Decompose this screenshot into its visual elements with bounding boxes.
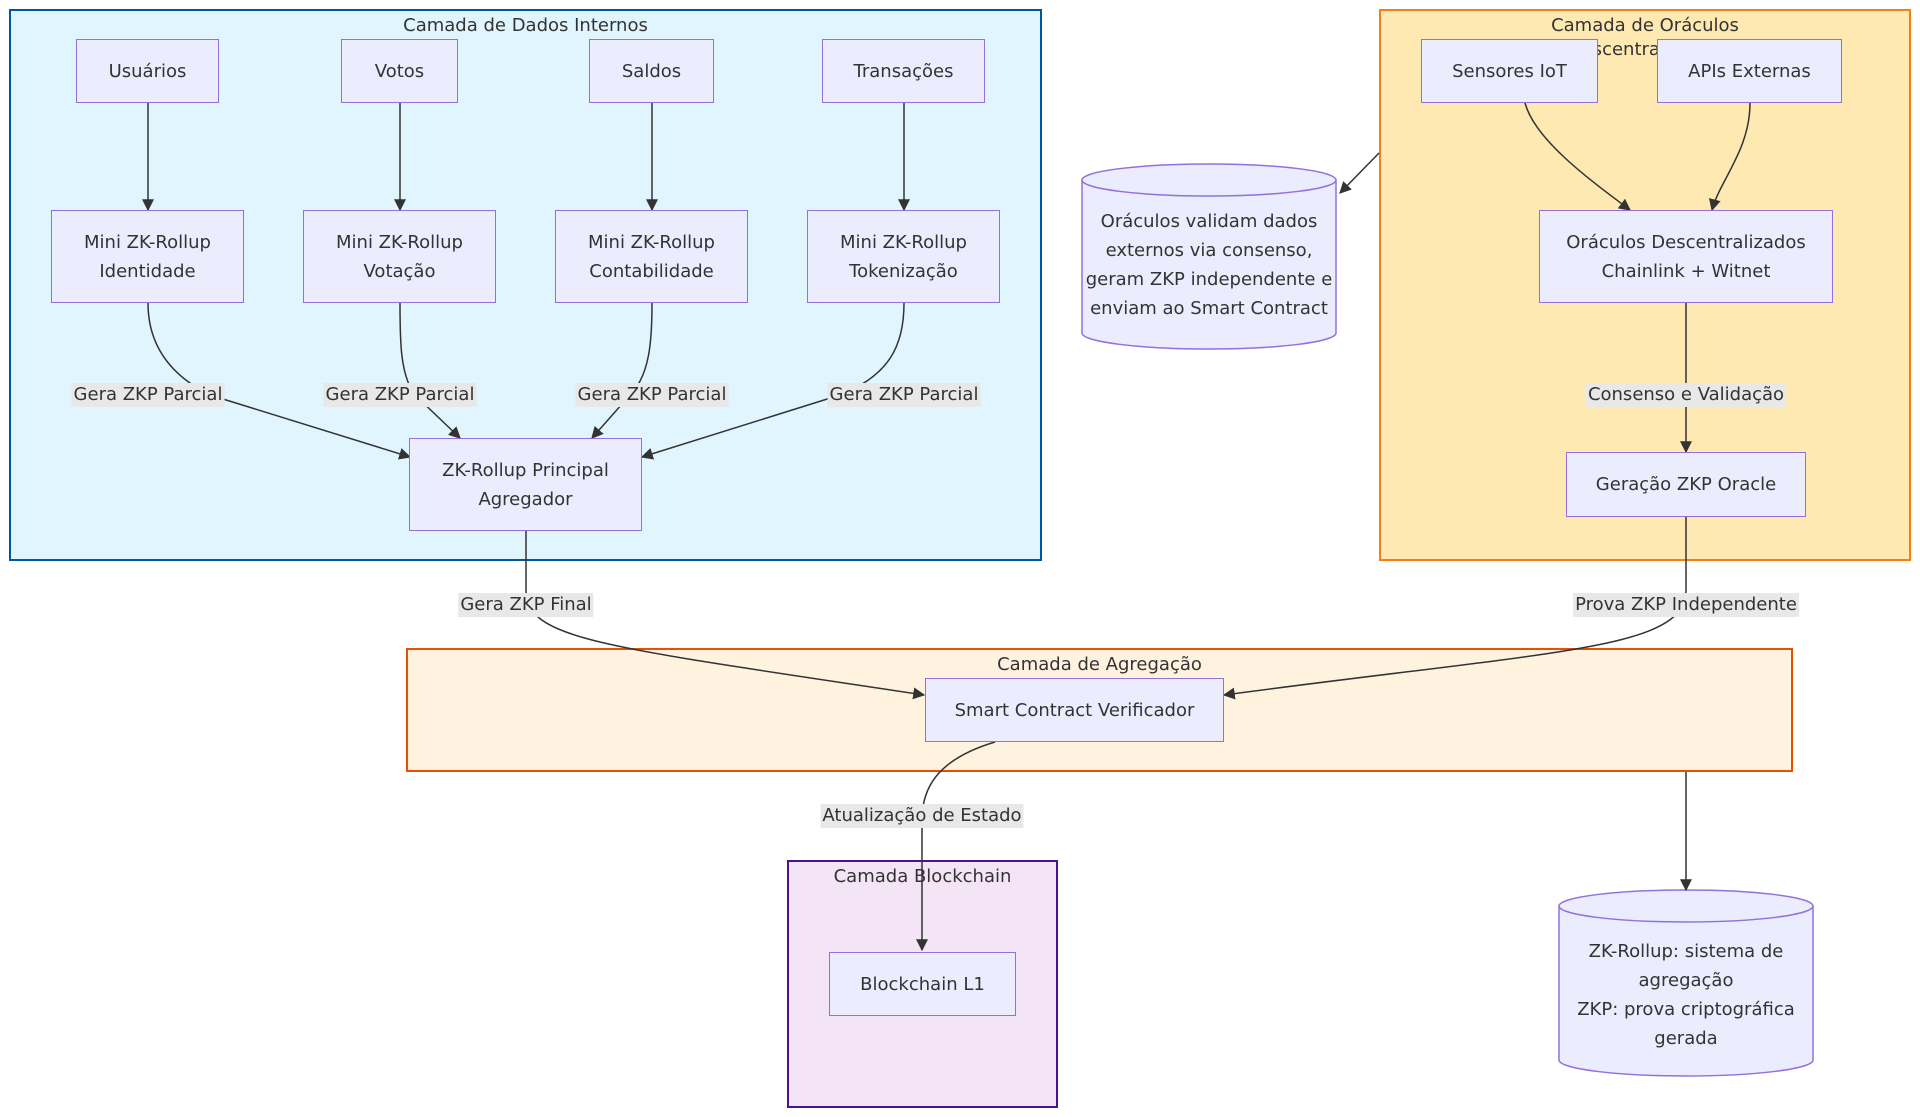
rollup-note-line1: ZK-Rollup: sistema de: [1588, 941, 1784, 962]
node-oraculos-descentralizados: Oráculos Descentralizados Chainlink + Wi…: [1539, 210, 1833, 303]
edge-contabilidade-principal: [591, 302, 653, 439]
edge-votacao-principal: [399, 302, 461, 439]
node-usuarios-label: Usuários: [108, 60, 187, 82]
node-apis-label: APIs Externas: [1688, 60, 1811, 82]
edge-apis-oraculos: [1708, 102, 1751, 212]
node-smart-contract-verificador: Smart Contract Verificador: [925, 678, 1224, 742]
node-sensores-iot: Sensores IoT: [1421, 39, 1598, 103]
rollup-note: ZK-Rollup: sistema de agregação ZKP: pro…: [1559, 937, 1813, 1053]
aggregation-layer-title: Camada de Agregação: [997, 654, 1202, 675]
rollup-note-line3: ZKP: prova criptográfica: [1577, 999, 1795, 1020]
internal-data-layer-title: Camada de Dados Internos: [403, 15, 648, 36]
edge-label-estado: Atualização de Estado: [820, 804, 1024, 828]
node-mini-votacao-line2: Votação: [363, 260, 436, 282]
edge-label-parcial-3: Gera ZKP Parcial: [575, 383, 729, 407]
node-mini-contabilidade-line2: Contabilidade: [589, 260, 714, 282]
node-geracao-label: Geração ZKP Oracle: [1595, 474, 1777, 495]
node-mini-tokenizacao-line1: Mini ZK-Rollup: [840, 231, 967, 253]
node-sensores-label: Sensores IoT: [1452, 60, 1567, 82]
edge-tokenizacao-principal: [640, 302, 905, 460]
edge-label-parcial-2: Gera ZKP Parcial: [323, 383, 477, 407]
oracle-note: Oráculos validam dados externos via cons…: [1082, 207, 1336, 323]
edge-oracle-layer-note: [1339, 152, 1380, 194]
node-principal-line1: ZK-Rollup Principal: [442, 459, 609, 481]
oracle-note-line4: enviam ao Smart Contract: [1090, 298, 1328, 319]
node-transacoes-label: Transações: [853, 60, 954, 82]
node-usuarios: Usuários: [76, 39, 219, 103]
rollup-note-line2: agregação: [1638, 970, 1734, 991]
edge-sensores-oraculos: [1524, 102, 1631, 211]
node-principal-line2: Agregador: [478, 488, 573, 510]
node-saldos: Saldos: [589, 39, 714, 103]
node-mini-tokenizacao-line2: Tokenização: [849, 260, 958, 282]
oracle-note-line1: Oráculos validam dados: [1100, 211, 1318, 232]
edge-label-consenso: Consenso e Validação: [1585, 383, 1787, 407]
edge-label-final: Gera ZKP Final: [458, 593, 594, 617]
edge-label-parcial-1: Gera ZKP Parcial: [71, 383, 225, 407]
edge-label-independente: Prova ZKP Independente: [1573, 593, 1799, 617]
oracle-layer-title-line1: Camada de Oráculos: [1551, 15, 1739, 36]
node-apis-externas: APIs Externas: [1657, 39, 1842, 103]
oracle-note-cylinder: [1081, 163, 1337, 350]
node-geracao-zkp-oracle: Geração ZKP Oracle: [1566, 452, 1806, 517]
edge-label-parcial-4: Gera ZKP Parcial: [827, 383, 981, 407]
edge-identidade-principal: [147, 302, 412, 460]
node-verificador-label: Smart Contract Verificador: [954, 699, 1195, 721]
node-blockchain-l1: Blockchain L1: [829, 952, 1016, 1016]
node-saldos-label: Saldos: [621, 60, 682, 82]
oracle-note-line3: geram ZKP independente e: [1085, 269, 1333, 290]
node-mini-votacao: Mini ZK-Rollup Votação: [303, 210, 496, 303]
node-mini-votacao-line1: Mini ZK-Rollup: [336, 231, 463, 253]
node-mini-tokenizacao: Mini ZK-Rollup Tokenização: [807, 210, 1000, 303]
edge-verificador-blockchain: [916, 741, 996, 952]
node-mini-contabilidade: Mini ZK-Rollup Contabilidade: [555, 210, 748, 303]
node-mini-contabilidade-line1: Mini ZK-Rollup: [588, 231, 715, 253]
node-oraculos-line1: Oráculos Descentralizados: [1566, 231, 1806, 253]
node-zk-rollup-principal: ZK-Rollup Principal Agregador: [409, 438, 642, 531]
node-votos: Votos: [341, 39, 458, 103]
rollup-note-line4: gerada: [1654, 1028, 1718, 1049]
oracle-note-line2: externos via consenso,: [1105, 240, 1313, 261]
rollup-note-cylinder: [1558, 889, 1814, 1077]
node-mini-identidade-line2: Identidade: [99, 260, 196, 282]
node-mini-identidade: Mini ZK-Rollup Identidade: [51, 210, 244, 303]
node-transacoes: Transações: [822, 39, 985, 103]
node-votos-label: Votos: [374, 60, 425, 82]
node-mini-identidade-line1: Mini ZK-Rollup: [84, 231, 211, 253]
node-oraculos-line2: Chainlink + Witnet: [1601, 260, 1771, 282]
node-blockchain-l1-label: Blockchain L1: [860, 973, 985, 995]
